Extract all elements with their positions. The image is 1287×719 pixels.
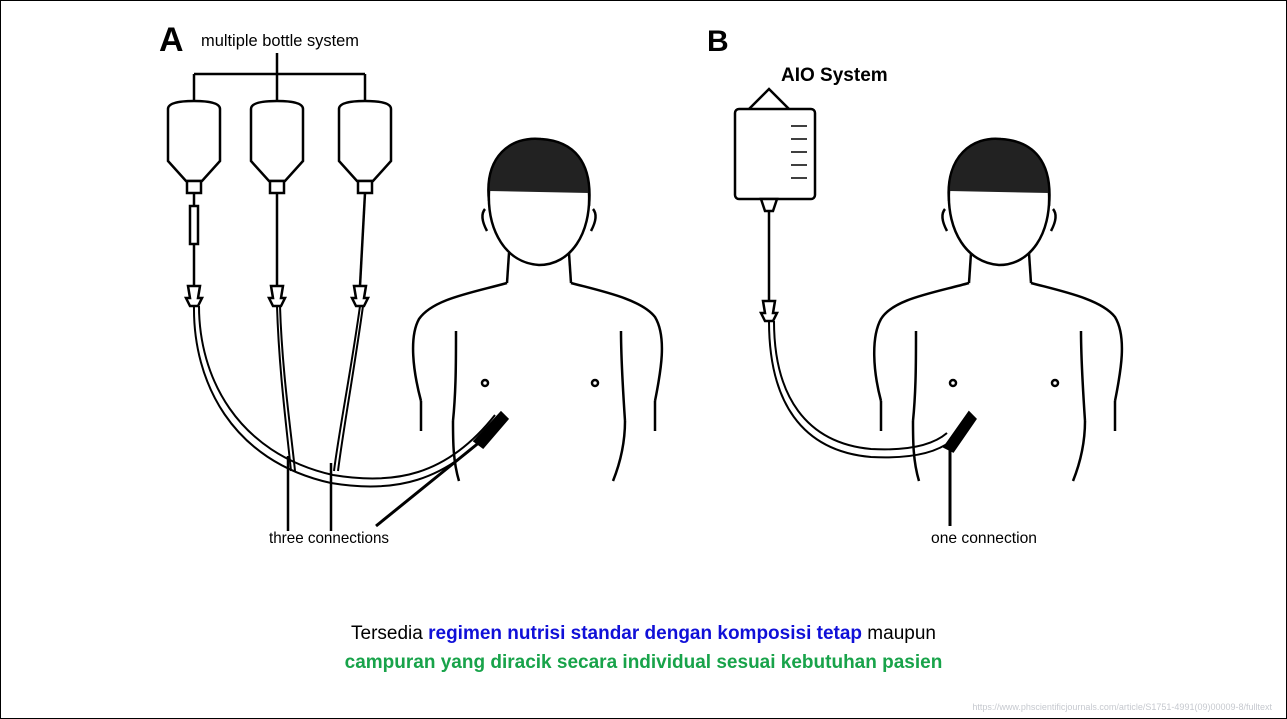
panel-a-letter: A <box>159 21 184 59</box>
panel-b-connections-label: one connection <box>931 530 1037 547</box>
panel-a: A multiple bottle system <box>159 21 662 547</box>
aio-bag <box>735 89 815 321</box>
caption-line-1: Tersedia regimen nutrisi standar dengan … <box>1 623 1286 645</box>
caption-line1-end: maupun <box>862 623 936 644</box>
panel-b-title: AIO System <box>781 65 888 86</box>
source-watermark: https://www.phscientificjournals.com/art… <box>972 702 1272 712</box>
panel-b: B AIO System <box>707 25 1122 547</box>
iv-tube-b <box>769 321 951 457</box>
bottle-2 <box>251 101 303 306</box>
bottle-3 <box>339 101 391 306</box>
bottle-bracket <box>194 53 365 104</box>
caption-highlight-green: campuran yang diracik secara individual … <box>345 652 943 673</box>
caption-highlight-blue: regimen nutrisi standar dengan komposisi… <box>428 623 862 644</box>
bottle-1 <box>168 101 220 306</box>
iv-tubes-a <box>194 306 499 487</box>
caption-line1-start: Tersedia <box>351 623 428 644</box>
panel-a-connections-label: three connections <box>269 530 389 547</box>
panel-b-letter: B <box>707 25 729 58</box>
patient-b <box>874 139 1122 481</box>
panel-a-title: multiple bottle system <box>201 31 359 50</box>
catheter-b <box>945 413 975 526</box>
caption-line-2: campuran yang diracik secara individual … <box>1 652 1286 674</box>
patient-a <box>413 139 662 481</box>
